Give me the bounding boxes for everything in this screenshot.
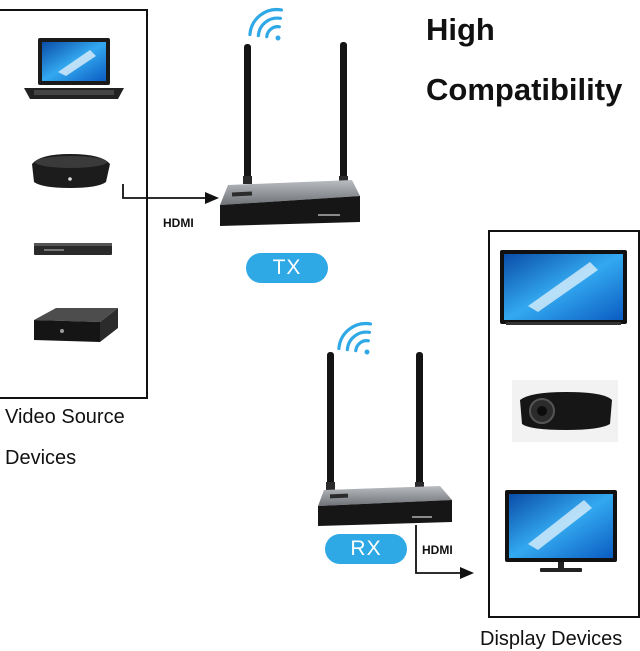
display-caption: Display Devices bbox=[480, 628, 623, 650]
projector-icon bbox=[512, 380, 618, 442]
media-player-icon bbox=[32, 154, 110, 188]
tx-transmitter-icon bbox=[220, 42, 360, 226]
laptop-icon bbox=[24, 38, 124, 99]
rx-badge: RX bbox=[325, 534, 407, 564]
dvd-player-icon bbox=[34, 243, 112, 255]
title-compatibility: Compatibility bbox=[426, 72, 623, 107]
rx-wifi-icon bbox=[337, 321, 373, 355]
hdmi-output-label: HDMI bbox=[422, 543, 453, 557]
tx-badge: TX bbox=[246, 253, 328, 283]
set-top-box-icon bbox=[34, 308, 118, 342]
source-caption-line2: Devices bbox=[5, 447, 77, 469]
rx-receiver-icon bbox=[318, 352, 452, 526]
tx-wifi-icon bbox=[248, 7, 284, 41]
title-high: High bbox=[426, 12, 495, 47]
source-caption-line1: Video Source bbox=[5, 406, 125, 428]
hdmi-input-label: HDMI bbox=[163, 216, 194, 230]
tv-icon bbox=[500, 250, 627, 325]
monitor-icon bbox=[505, 490, 617, 572]
